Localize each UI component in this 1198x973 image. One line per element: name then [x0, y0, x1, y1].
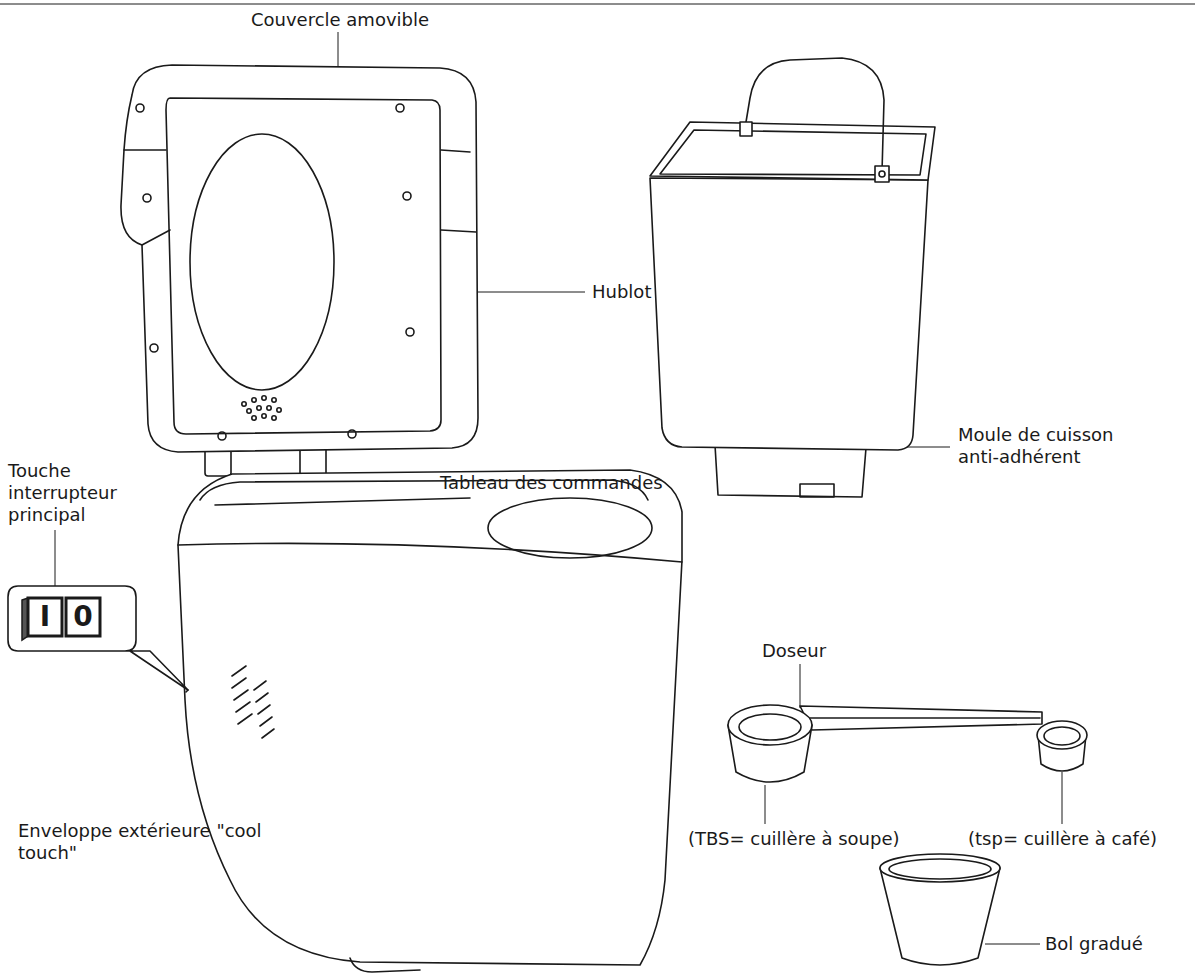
pan-foot: [715, 445, 866, 497]
part-label: Moule de cuisson anti-adhérent: [958, 424, 1133, 468]
pan-rim: [650, 122, 935, 180]
switch-symbol: I: [28, 598, 62, 636]
body-outline: [178, 470, 682, 965]
removable-lid: [121, 65, 478, 476]
top-rule: [0, 4, 1195, 5]
vent-hole: [262, 396, 266, 400]
teaspoon-inner: [1044, 727, 1080, 745]
part-label: Bol gradué: [1045, 933, 1185, 955]
leader-line: [338, 32, 339, 66]
vent-hole: [267, 406, 271, 410]
vent-hole: [252, 398, 256, 402]
vent-hole: [257, 406, 261, 410]
part-label: Touche interrupteur principal: [8, 460, 133, 526]
part-label: (TBS= cuillère à soupe): [688, 828, 948, 850]
leader-line: [765, 785, 766, 824]
screw-hole: [218, 432, 226, 440]
lid-edge: [124, 150, 476, 245]
tablespoon-inner: [739, 714, 801, 740]
part-label: Doseur: [762, 640, 872, 662]
tablespoon-rim: [728, 705, 812, 745]
measuring-cup: [880, 854, 1000, 965]
vent-hole: [247, 409, 251, 413]
switch-symbol: 0: [66, 598, 100, 636]
pan-foot-slot: [800, 484, 834, 497]
vent-hole: [242, 402, 246, 406]
screw-hole: [406, 328, 414, 336]
leader-line: [1062, 772, 1063, 824]
control-panel: [488, 498, 652, 558]
vent-hole: [262, 414, 266, 418]
screw-hole: [396, 104, 404, 112]
vent-holes: [242, 396, 281, 420]
part-label: Hublot: [592, 281, 712, 303]
leader-line: [800, 664, 801, 708]
screw-hole: [150, 344, 158, 352]
vent-hole: [272, 398, 276, 402]
handle-clip: [875, 166, 889, 182]
screw-holes: [136, 104, 414, 440]
pan-handle: [745, 58, 884, 172]
vent-hole: [252, 416, 256, 420]
callout-bubble: [8, 586, 188, 690]
screw-hole: [348, 430, 356, 438]
handle-clip: [740, 122, 752, 136]
cup-inner: [889, 859, 991, 879]
pan-body: [650, 178, 928, 450]
top-front-edge: [178, 543, 682, 562]
bread-pan: [650, 58, 935, 497]
part-label: Couvercle amovible: [240, 9, 440, 31]
screw-hole: [403, 192, 411, 200]
lid-panel: [166, 98, 441, 434]
vent-slots: [232, 666, 274, 738]
leader-line: [55, 530, 56, 586]
handle-rivet: [879, 171, 885, 177]
part-label: Tableau des commandes: [440, 472, 700, 494]
spoon-handle-ridge: [810, 717, 1040, 719]
vent-hole: [272, 416, 276, 420]
switch-key: [28, 598, 62, 636]
screw-hole: [136, 104, 144, 112]
switch-callout: [8, 586, 188, 690]
measuring-spoon: [728, 705, 1087, 782]
part-label: (tsp= cuillère à café): [968, 828, 1198, 850]
switch-key: [66, 598, 100, 636]
window: [190, 134, 334, 390]
top-rim: [215, 498, 470, 505]
leader-line: [985, 944, 1040, 945]
teaspoon-rim: [1037, 721, 1087, 749]
vent-hole: [277, 408, 281, 412]
part-label: Enveloppe extérieure "cool touch": [18, 820, 268, 864]
foot: [350, 958, 420, 972]
cup-rim: [880, 854, 1000, 882]
lid-outline: [121, 65, 478, 452]
machine-body: [178, 470, 682, 972]
spoon-handle: [800, 706, 1042, 730]
screw-hole: [143, 194, 151, 202]
